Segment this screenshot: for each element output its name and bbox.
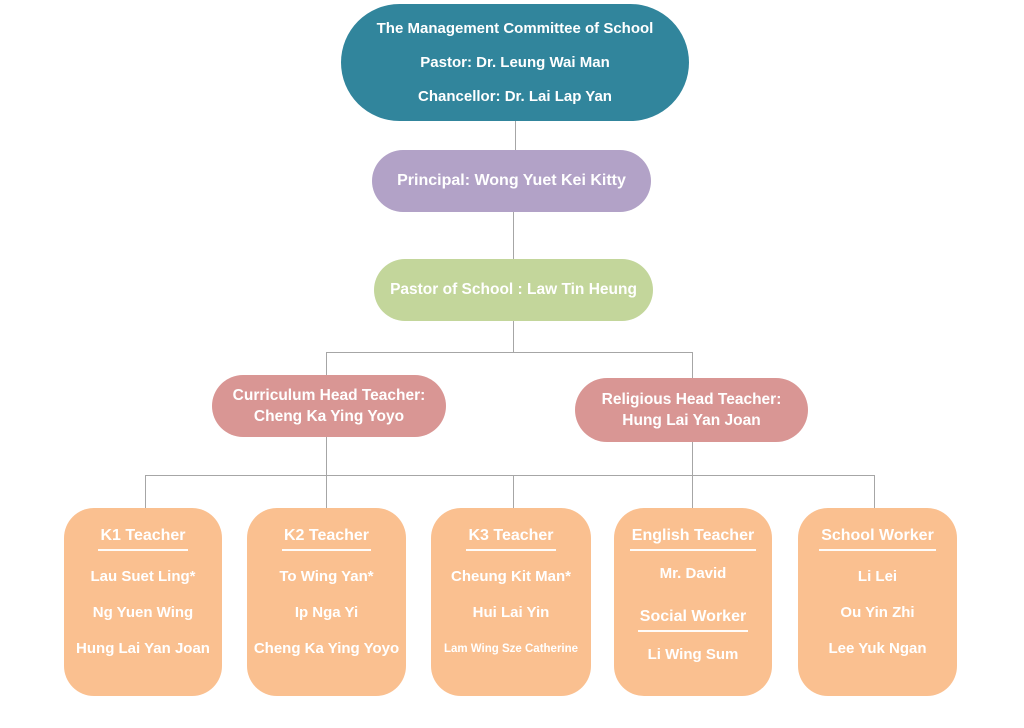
committee-chancellor: Chancellor: Dr. Lai Lap Yan (418, 87, 612, 105)
member-name: Lam Wing Sze Catherine (443, 643, 579, 655)
social-worker-heading: Social Worker (637, 606, 749, 632)
religious-head-name: Hung Lai Yan Joan (622, 412, 761, 429)
connector-stub-english (692, 475, 693, 508)
religious-head-title: Religious Head Teacher: (601, 391, 782, 408)
school-worker-heading: School Worker (819, 525, 936, 551)
connector-curriculum-down (326, 437, 327, 475)
connector-stub-school-worker (874, 475, 875, 508)
connector-pastor-branch (513, 321, 514, 352)
k3-heading: K3 Teacher (466, 525, 556, 551)
connector-branch-to-curriculum (326, 352, 327, 375)
member-name: Hung Lai Yan Joan (76, 640, 210, 657)
connector-stub-k2 (326, 475, 327, 508)
school-pastor-label: Pastor of School : Law Tin Heung (390, 281, 637, 298)
curriculum-head-title: Curriculum Head Teacher: (232, 387, 426, 404)
member-name: Cheung Kit Man* (451, 568, 571, 585)
english-teacher-heading: English Teacher (629, 525, 757, 551)
k2-heading: K2 Teacher (281, 525, 372, 551)
node-curriculum-head-teacher: Curriculum Head Teacher: Cheng Ka Ying Y… (212, 375, 446, 437)
node-religious-head-teacher: Religious Head Teacher: Hung Lai Yan Joa… (575, 378, 808, 442)
member-name: Cheng Ka Ying Yoyo (253, 640, 400, 657)
committee-pastor: Pastor: Dr. Leung Wai Man (420, 53, 610, 71)
connector-committee-principal (515, 121, 516, 150)
node-k2-teachers: K2 Teacher To Wing Yan* Ip Nga Yi Cheng … (247, 508, 406, 696)
principal-label: Principal: Wong Yuet Kei Kitty (397, 172, 626, 189)
member-name: To Wing Yan* (279, 568, 374, 585)
member-name: Ou Yin Zhi (840, 604, 915, 621)
member-name: Lau Suet Ling* (90, 568, 196, 585)
node-management-committee: The Management Committee of School Pasto… (341, 4, 689, 121)
connector-stub-k3 (513, 475, 514, 508)
node-school-pastor: Pastor of School : Law Tin Heung (374, 259, 653, 321)
connector-religious-down (692, 442, 693, 475)
node-k1-teachers: K1 Teacher Lau Suet Ling* Ng Yuen Wing H… (64, 508, 222, 696)
connector-stub-k1 (145, 475, 146, 508)
member-name: Hui Lai Yin (472, 604, 550, 621)
node-principal: Principal: Wong Yuet Kei Kitty (372, 150, 651, 212)
member-name: Ng Yuen Wing (92, 604, 194, 621)
member-name: Ip Nga Yi (294, 604, 359, 621)
committee-title: The Management Committee of School (376, 19, 654, 37)
k1-heading: K1 Teacher (98, 525, 188, 551)
curriculum-head-name: Cheng Ka Ying Yoyo (253, 408, 405, 425)
connector-staff-horizontal (145, 475, 874, 476)
member-name: Li Wing Sum (647, 646, 739, 663)
connector-branch-to-religious (692, 352, 693, 378)
connector-principal-pastor (513, 212, 514, 259)
member-name: Li Lei (857, 568, 898, 585)
node-school-workers: School Worker Li Lei Ou Yin Zhi Lee Yuk … (798, 508, 957, 696)
member-name: Mr. David (659, 565, 727, 582)
member-name: Lee Yuk Ngan (828, 640, 927, 657)
node-english-teacher-social-worker: English Teacher Mr. David Social Worker … (614, 508, 772, 696)
node-k3-teachers: K3 Teacher Cheung Kit Man* Hui Lai Yin L… (431, 508, 591, 696)
connector-branch-horizontal (326, 352, 692, 353)
